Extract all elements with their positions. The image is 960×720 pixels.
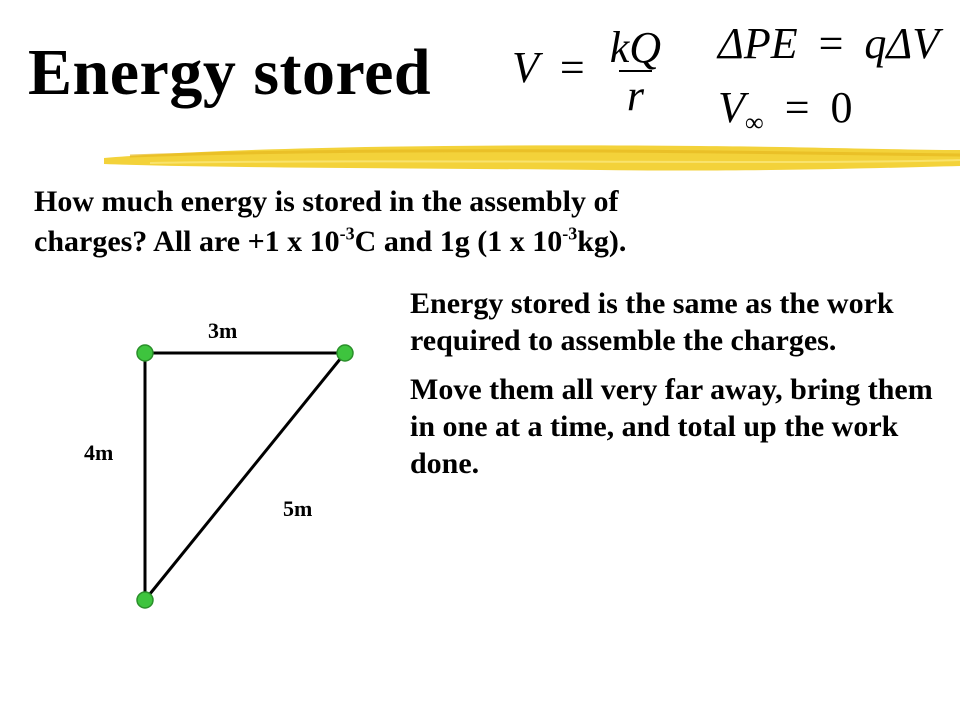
eq-pe-q: q xyxy=(864,19,887,68)
equation-energy: ΔPE = qΔV xyxy=(718,22,939,66)
question-part-b: C and 1g (1 x 10 xyxy=(354,224,563,258)
slide-title: Energy stored xyxy=(28,36,432,109)
equation-infinity: V∞ = 0 xyxy=(718,86,853,136)
question-exponent-2: -3 xyxy=(562,223,578,244)
eq-v-denominator: r xyxy=(618,70,652,118)
eq-pe-lhs: ΔPE xyxy=(718,19,798,68)
question-part-c: kg). xyxy=(577,224,627,258)
eq-pe-equals: = xyxy=(818,19,844,68)
eq-inf-equals: = xyxy=(784,83,810,132)
label-side-top: 3m xyxy=(208,318,238,343)
eq-v-numerator: kQ xyxy=(609,23,662,72)
question-part-a: charges? All are +1 x 10 xyxy=(34,224,340,258)
question-line-2: charges? All are +1 x 10-3C and 1g (1 x … xyxy=(34,222,934,262)
charge-top-right xyxy=(336,344,354,362)
label-side-hypotenuse: 5m xyxy=(283,496,313,521)
eq-v-equals: = xyxy=(559,43,585,93)
charge-bottom-left xyxy=(136,591,154,609)
title-underline-bar xyxy=(104,145,960,171)
explanation-paragraph-1: Energy stored is the same as the work re… xyxy=(410,287,894,357)
explanation-text: Energy stored is the same as the work re… xyxy=(410,286,950,494)
eq-inf-lhs: V xyxy=(718,83,745,132)
question-exponent-1: -3 xyxy=(339,223,355,244)
charge-top-left xyxy=(136,344,154,362)
eq-pe-dv: ΔV xyxy=(886,19,940,68)
question-text: How much energy is stored in the assembl… xyxy=(34,182,934,262)
question-line-1: How much energy is stored in the assembl… xyxy=(34,185,619,218)
explanation-paragraph-2: Move them all very far away, bring them … xyxy=(410,372,933,480)
eq-v-lhs: V xyxy=(512,43,539,93)
eq-inf-subscript: ∞ xyxy=(744,107,764,138)
label-side-left: 4m xyxy=(84,440,114,465)
eq-v-fraction: kQ r xyxy=(606,26,665,118)
equation-potential: V = kQ r xyxy=(512,26,665,118)
side-hypotenuse xyxy=(143,352,347,601)
eq-inf-rhs: 0 xyxy=(830,83,853,132)
